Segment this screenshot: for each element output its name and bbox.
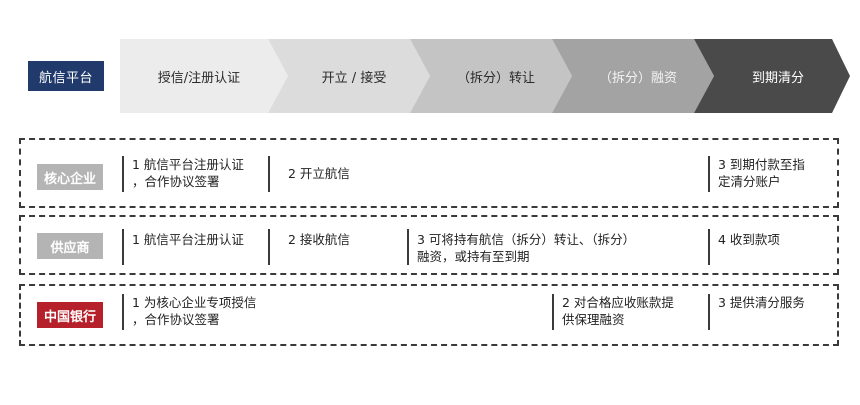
flow-step-5-label: 到期清分 — [751, 70, 804, 86]
core-step-2-text: 2 开立航信 — [288, 166, 350, 181]
bank-step-3-text: 3 提供清分服务 — [718, 295, 805, 310]
flow-step-3-label: （拆分）转让 — [456, 70, 535, 86]
role-row-bank: 中国银行 1 为核心企业专项授信 ，合作协议签署 2 对合格应收账款提 供保理融… — [19, 284, 839, 346]
row-divider — [268, 229, 270, 265]
role-row-core-enterprise: 核心企业 1 航信平台注册认证 ，合作协议签署 2 开立航信 3 到期付款至指 … — [19, 138, 839, 208]
flow-step-4-label: （拆分）融资 — [598, 70, 677, 86]
core-step-1-text: 1 航信平台注册认证 ，合作协议签署 — [132, 157, 244, 189]
bank-step-2: 2 对合格应收账款提 供保理融资 — [554, 294, 712, 328]
supplier-step-2-text: 2 接收航信 — [288, 232, 350, 247]
row-divider — [708, 294, 710, 330]
row-divider — [122, 229, 124, 265]
flow-step-2-label: 开立 / 接受 — [321, 70, 387, 86]
supplier-step-1: 1 航信平台注册认证 — [124, 231, 282, 248]
bank-step-2-text: 2 对合格应收账款提 供保理融资 — [562, 295, 674, 327]
bank-step-3: 3 提供清分服务 — [710, 294, 838, 311]
bank-step-1: 1 为核心企业专项授信 ，合作协议签署 — [124, 294, 302, 328]
process-flow: 授信/注册认证 开立 / 接受 （拆分）转让 （拆分）融资 到期清分 — [120, 39, 850, 113]
platform-badge: 航信平台 — [28, 61, 104, 91]
role-badge-supplier: 供应商 — [37, 233, 103, 259]
row-divider — [708, 229, 710, 265]
role-badge-core-enterprise: 核心企业 — [37, 164, 103, 190]
row-divider — [122, 294, 124, 330]
core-step-2: 2 开立航信 — [280, 165, 408, 182]
flow-step-1-arrow — [120, 39, 288, 113]
bank-step-1-text: 1 为核心企业专项授信 ，合作协议签署 — [132, 295, 257, 327]
role-badge-bank: 中国银行 — [37, 302, 103, 328]
supplier-step-2: 2 接收航信 — [280, 231, 408, 248]
row-divider — [122, 156, 124, 192]
core-step-1: 1 航信平台注册认证 ，合作协议签署 — [124, 156, 282, 190]
flow-step-1-label: 授信/注册认证 — [157, 70, 241, 86]
flow-step-2-arrow — [268, 39, 430, 113]
flow-step-5-arrow — [694, 39, 850, 113]
platform-label: 航信平台 — [38, 70, 93, 86]
process-flow-arrows — [120, 39, 850, 113]
row-divider — [407, 229, 409, 265]
core-step-3-text: 3 到期付款至指 定清分账户 — [718, 157, 805, 189]
flow-step-4-arrow — [552, 39, 714, 113]
flow-step-3-arrow — [410, 39, 572, 113]
supplier-step-4-text: 4 收到款项 — [718, 232, 780, 247]
supplier-step-3: 3 可将持有航信（拆分）转让、（拆分） 融资，或持有至到期 — [409, 231, 707, 265]
row-divider — [552, 294, 554, 330]
supplier-step-4: 4 收到款项 — [710, 231, 838, 248]
row-divider — [708, 156, 710, 192]
supplier-step-1-text: 1 航信平台注册认证 — [132, 232, 244, 247]
role-row-supplier: 供应商 1 航信平台注册认证 2 接收航信 3 可将持有航信（拆分）转让、（拆分… — [19, 215, 839, 275]
row-divider — [268, 156, 270, 192]
core-step-3: 3 到期付款至指 定清分账户 — [710, 156, 838, 190]
supplier-step-3-text: 3 可将持有航信（拆分）转让、（拆分） 融资，或持有至到期 — [417, 232, 636, 264]
